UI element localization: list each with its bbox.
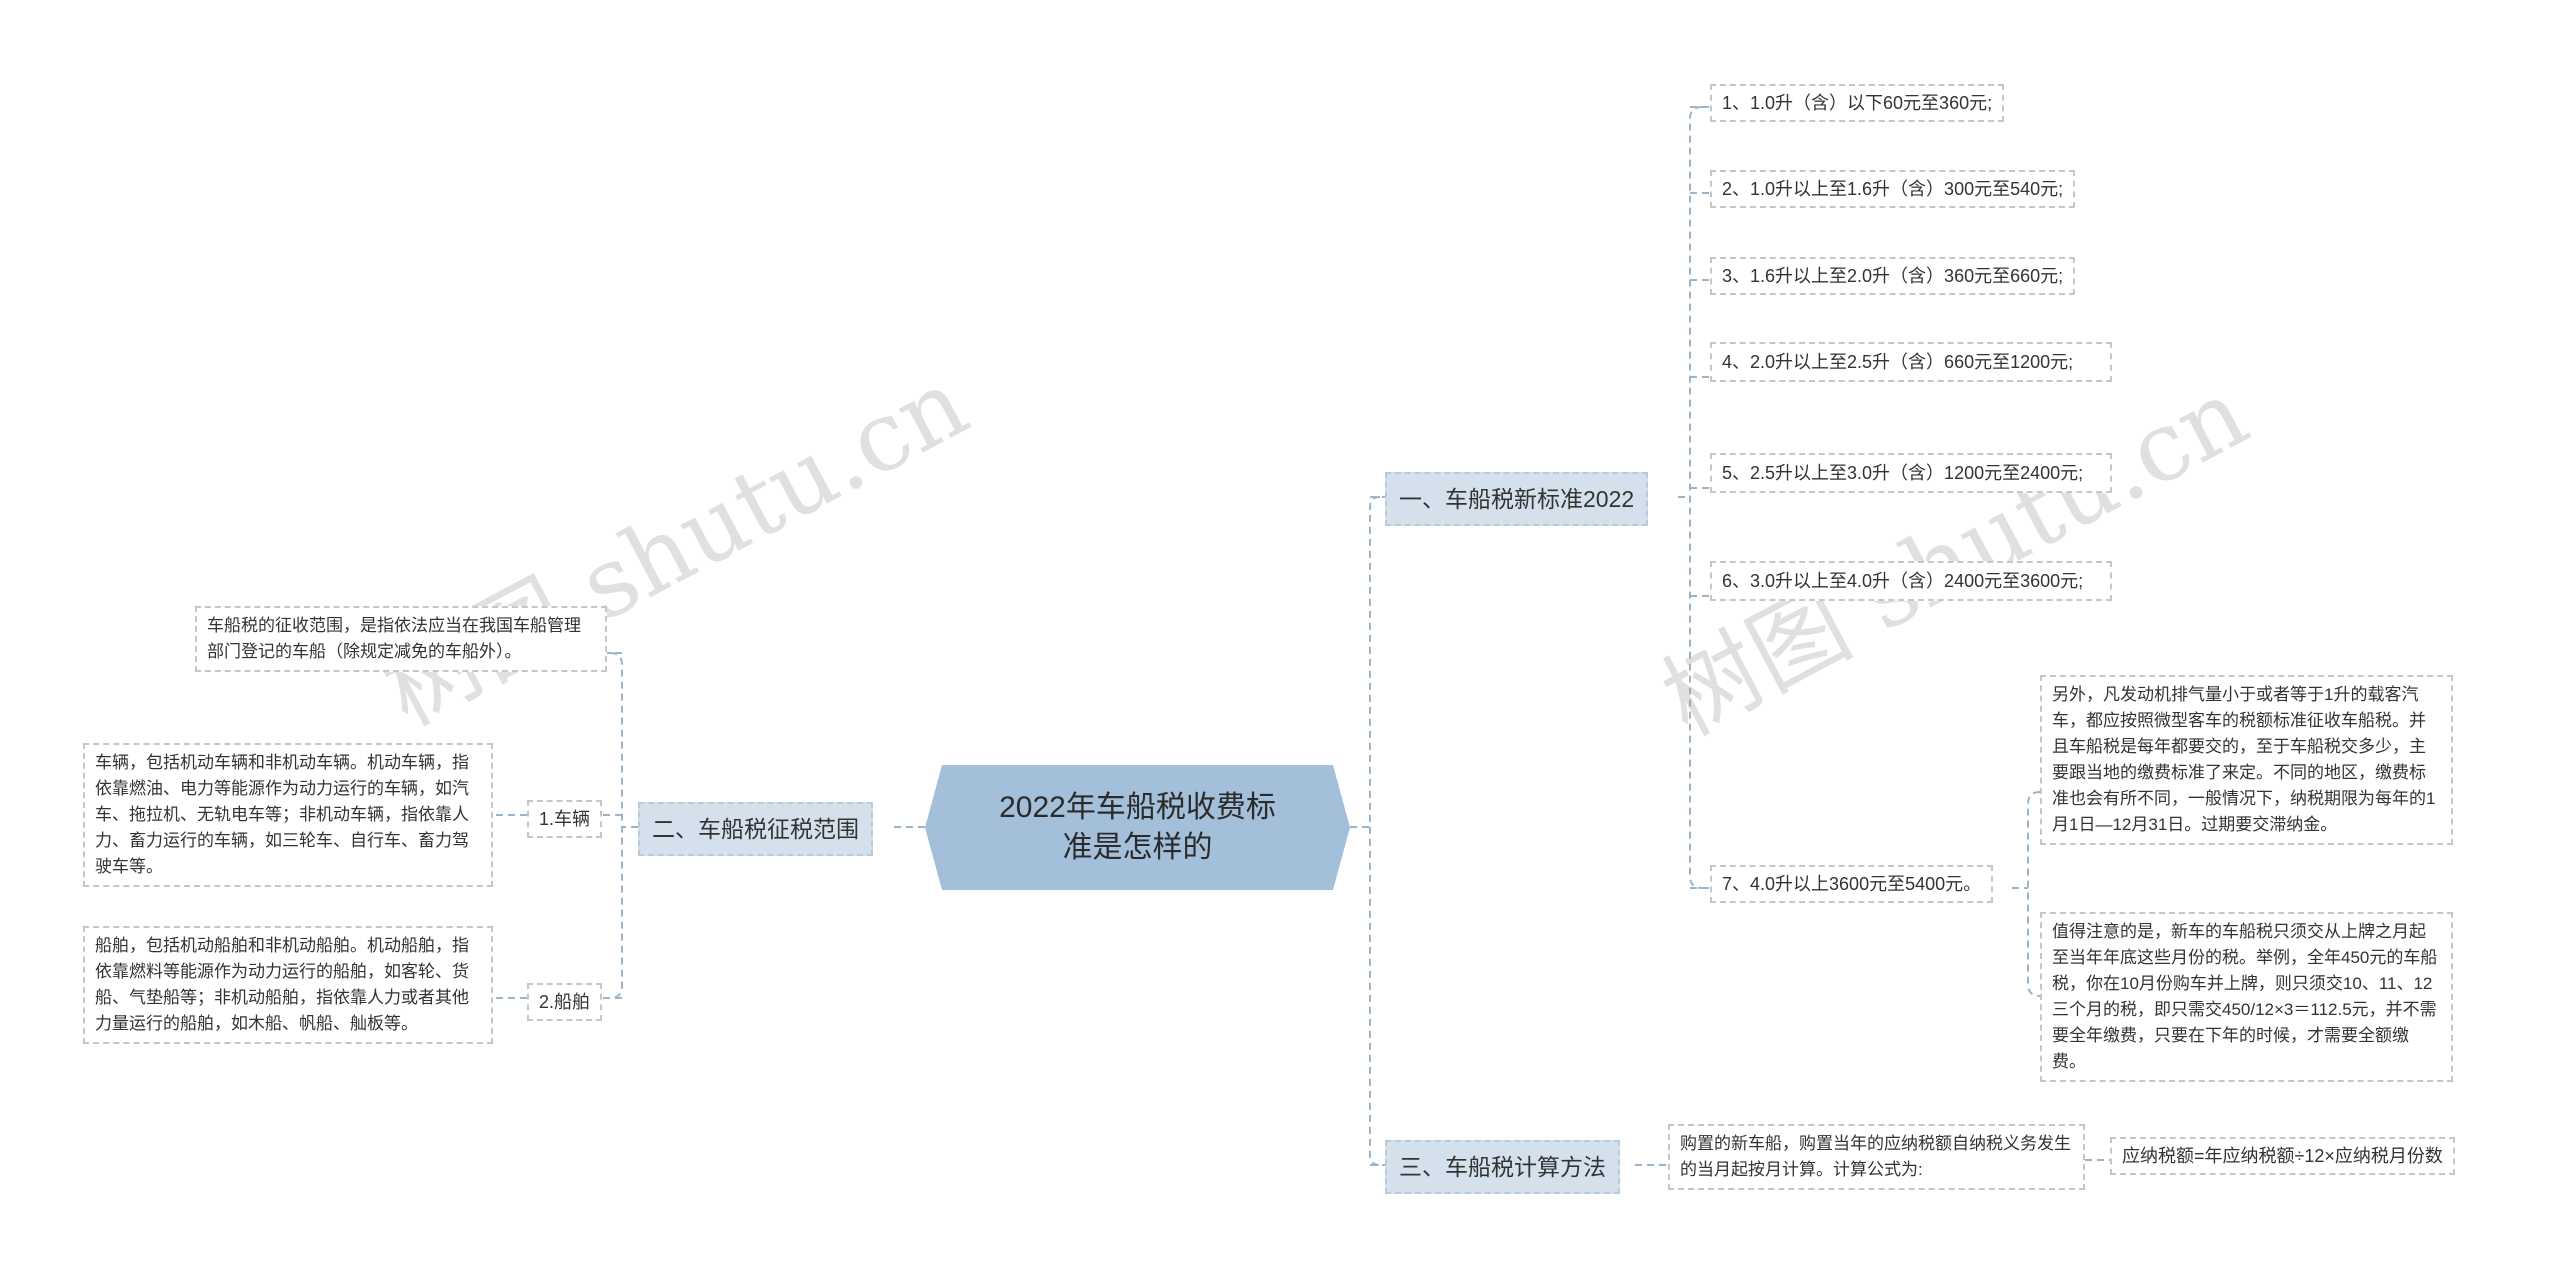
branch-new-standard[interactable]: 一、车船税新标准2022 bbox=[1385, 472, 1649, 526]
vehicle-text[interactable]: 车辆，包括机动车辆和非机动车辆。机动车辆，指依靠燃油、电力等能源作为动力运行的车… bbox=[83, 743, 493, 887]
branch-calc-method[interactable]: 三、车船税计算方法 bbox=[1385, 1140, 1620, 1194]
root-title: 2022年车船税收费标准是怎样的 bbox=[999, 790, 1276, 864]
link-branch2-trunk bbox=[609, 652, 623, 999]
link-branch1-trunk bbox=[1689, 106, 1703, 889]
link-notes-trunk bbox=[2027, 791, 2041, 997]
ship-label[interactable]: 2.船舶 bbox=[527, 983, 603, 1021]
rate-item-4[interactable]: 4、2.0升以上至2.5升（含）660元至1200元; bbox=[1710, 342, 2112, 382]
calc-text[interactable]: 购置的新车船，购置当年的应纳税额自纳税义务发生的当月起按月计算。计算公式为: bbox=[1668, 1124, 2085, 1190]
rate-item-2[interactable]: 2、1.0升以上至1.6升（含）300元至540元; bbox=[1710, 170, 2076, 208]
rate-item-6[interactable]: 6、3.0升以上至4.0升（含）2400元至3600元; bbox=[1710, 561, 2112, 601]
note-new-car[interactable]: 值得注意的是，新车的车船税只须交从上牌之月起至当年年底这些月份的税。举例，全年4… bbox=[2040, 912, 2453, 1082]
rate-item-3[interactable]: 3、1.6升以上至2.0升（含）360元至660元; bbox=[1710, 257, 2076, 295]
link-right-trunk bbox=[1369, 496, 1381, 1166]
vehicle-label[interactable]: 1.车辆 bbox=[527, 800, 603, 838]
root-node[interactable]: 2022年车船税收费标准是怎样的 bbox=[925, 765, 1350, 890]
rate-item-7[interactable]: 7、4.0升以上3600元至5400元。 bbox=[1710, 865, 1994, 903]
branch-tax-scope[interactable]: 二、车船税征税范围 bbox=[638, 802, 873, 856]
ship-text[interactable]: 船舶，包括机动船舶和非机动船舶。机动船舶，指依靠燃料等能源作为动力运行的船舶，如… bbox=[83, 926, 493, 1044]
rate-item-5[interactable]: 5、2.5升以上至3.0升（含）1200元至2400元; bbox=[1710, 453, 2112, 493]
scope-intro[interactable]: 车船税的征收范围，是指依法应当在我国车船管理部门登记的车船（除规定减免的车船外）… bbox=[195, 606, 607, 672]
note-small-car[interactable]: 另外，凡发动机排气量小于或者等于1升的载客汽车，都应按照微型客车的税额标准征收车… bbox=[2040, 675, 2453, 845]
rate-item-1[interactable]: 1、1.0升（含）以下60元至360元; bbox=[1710, 84, 2005, 122]
calc-formula[interactable]: 应纳税额=年应纳税额÷12×应纳税月份数 bbox=[2110, 1137, 2455, 1175]
